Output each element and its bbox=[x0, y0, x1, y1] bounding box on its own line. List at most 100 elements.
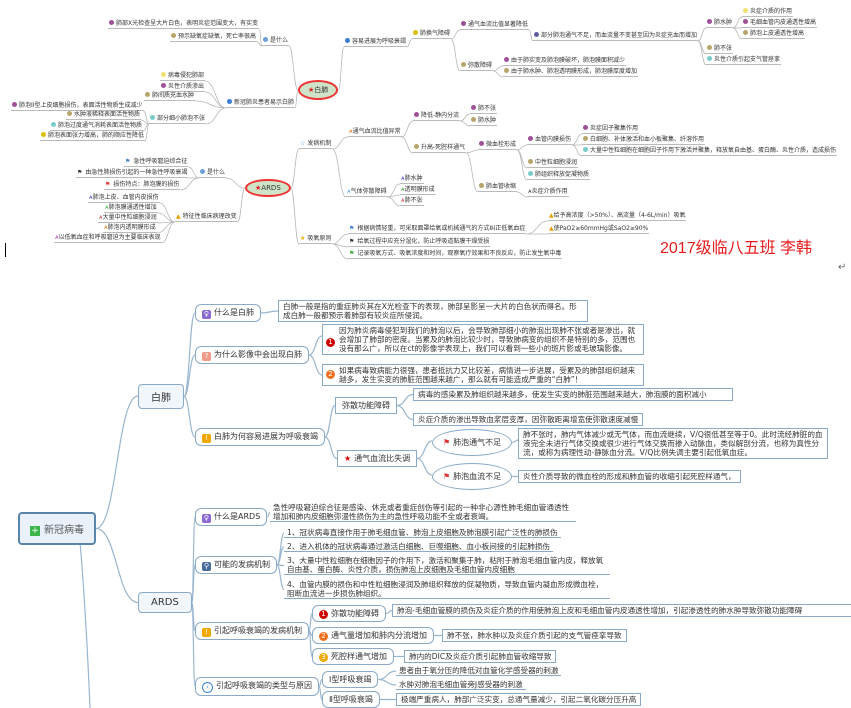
node-what-is-baifei[interactable]: ♀什么是白肺 bbox=[195, 304, 261, 322]
node-leaf[interactable]: 肺部X光检查呈大片白色，表明炎症范围变大，有实变 bbox=[108, 19, 260, 29]
node-failure-mechanism[interactable]: !引起呼吸衰竭的发病机制 bbox=[195, 622, 309, 640]
node-type-2[interactable]: Ⅱ型呼吸衰竭 bbox=[322, 691, 380, 708]
node-leaf[interactable]: ᴀ炎症介质作用 bbox=[527, 188, 569, 197]
node-leaf[interactable]: 由于肺水肿、肺泡透明膜形成，肺泡膜厚度增加 bbox=[503, 67, 639, 77]
node-why-image[interactable]: ?为什么影像中会出现白肺 bbox=[195, 346, 309, 364]
node-leaf[interactable]: 预示缺氧症缺氧，死亡率很高 bbox=[170, 32, 258, 42]
node-leaf[interactable]: 炎症介质的作用 bbox=[742, 7, 794, 17]
node-leaf[interactable]: 肺组织释放促凝物质 bbox=[527, 170, 591, 180]
node-respiratory-failure[interactable]: 容易进展为呼吸衰竭 bbox=[344, 37, 408, 47]
node-baifei[interactable]: 白肺 bbox=[138, 384, 184, 409]
text-box: 极端严重病人，肺部广泛实变，总通气量减少，引起二氧化碳分压升高 bbox=[396, 693, 642, 706]
node-possible-mechanism[interactable]: ⚲可能的发病机制 bbox=[195, 556, 277, 574]
bullet-icon bbox=[504, 68, 509, 73]
node-what[interactable]: 是什么 bbox=[199, 168, 227, 178]
node-failure-types[interactable]: ›引起呼吸衰竭的类型与原因 bbox=[195, 677, 319, 696]
node-branch[interactable]: ᴀ通气血流比值异常 bbox=[348, 128, 402, 137]
node-leaf[interactable]: ᴀ大量中性粒细胞浸润 bbox=[98, 214, 158, 223]
node-leaf[interactable]: 肺泡过度通气消耗表面活性物质 bbox=[50, 121, 144, 131]
node-leaf[interactable]: 肺水肿 bbox=[470, 116, 498, 126]
connector-line bbox=[406, 38, 413, 48]
node-leaf[interactable]: 肺泡II型上皮细胞损伤，表面活性物质生成减少 bbox=[11, 101, 144, 111]
connector-line bbox=[396, 393, 414, 407]
node-branch[interactable]: 降低-静内分流 bbox=[413, 111, 461, 121]
question-icon bbox=[227, 99, 232, 104]
node-leaf[interactable]: 肺泡上皮通透性增高 bbox=[742, 29, 806, 39]
node-baifei-top[interactable]: ★白肺 bbox=[298, 80, 339, 100]
node-branch[interactable]: 微血栓形成 bbox=[478, 140, 518, 150]
node-leaf[interactable]: 病毒侵犯肺部 bbox=[160, 71, 206, 81]
node-branch[interactable]: ⚑根据病情轻重，可采取面罩给氧或机械通气的方式纠正低氧血症 bbox=[348, 225, 527, 234]
node-branch[interactable]: 弥散障碍 bbox=[460, 61, 494, 71]
connector-line bbox=[276, 564, 285, 567]
connector-line bbox=[450, 38, 461, 72]
node-features[interactable]: ▲特征性临床病理改变 bbox=[175, 213, 238, 222]
node-vq-mismatch[interactable]: ★通气血流比失调 bbox=[337, 450, 418, 467]
node-leaf[interactable]: 大量中性粒细胞在细胞因子作用下激活并聚集，释放氧自由基、蛋白酶、炎性介质，造成损… bbox=[582, 146, 838, 156]
node-leaf[interactable]: 炎症因子聚集作用 bbox=[582, 124, 640, 134]
node-branch[interactable]: 部分肺泡通气不足，而血流量不变甚至因为炎症充血而增加 bbox=[533, 31, 699, 41]
node-leaf[interactable]: ᴀ透明膜形成 bbox=[400, 186, 436, 195]
node-leaf[interactable]: ᴀ肺水肿 bbox=[400, 175, 424, 184]
node-leaf[interactable]: ⚑由急性肺损伤引起的一种急性呼吸衰竭 bbox=[76, 169, 189, 178]
node-why[interactable]: 新冠肺炎患者易示白肺 bbox=[226, 98, 296, 108]
root-node[interactable]: +新冠病毒 bbox=[18, 512, 96, 545]
node-ards[interactable]: ARDS bbox=[138, 592, 192, 613]
node-leaf[interactable]: ⚑急性呼吸窘迫综合征 bbox=[124, 158, 189, 167]
node-leaf[interactable]: ▲使PaO2≥60mmHg或SaO2≥90% bbox=[548, 225, 650, 234]
person-icon: ᴀ bbox=[89, 194, 93, 201]
connector-line bbox=[205, 107, 227, 125]
node-leaf[interactable]: 肺不张 bbox=[706, 44, 734, 54]
node-leaf[interactable]: 炎性介质引起支气管痉挛 bbox=[706, 55, 782, 65]
node-leaf[interactable]: 由于肺实变及肺泡膜破坏，肺泡膜面积减少 bbox=[503, 56, 627, 66]
node-ards-top[interactable]: ★ARDS bbox=[245, 179, 291, 197]
node-leaf[interactable]: ▲给予高浓度（>50%）、高流量（4-6L/min）吸氧 bbox=[548, 212, 687, 221]
bullet-icon bbox=[479, 183, 484, 188]
node-leaf[interactable]: 中性粒细胞浸润 bbox=[527, 158, 579, 168]
node-alveolar-perfusion[interactable]: ⚑肺泡血流不足 bbox=[432, 463, 513, 490]
node-mechanism[interactable]: ☆发病机制 bbox=[299, 140, 333, 149]
expand-icon[interactable]: + bbox=[30, 526, 40, 536]
node-leaf[interactable]: ᴀ肺不张 bbox=[400, 197, 424, 206]
node-branch[interactable]: ᴀ气体弥散障碍 bbox=[346, 188, 388, 197]
bullet-icon bbox=[461, 21, 466, 26]
node-alveolar-ventilation[interactable]: ⚑肺泡通气不足 bbox=[432, 429, 513, 456]
connector-line bbox=[144, 123, 150, 142]
node-leaf[interactable]: 肺不张 bbox=[470, 104, 498, 114]
node-leaf[interactable]: ⚑损伤特点：肺泡膜的损伤 bbox=[104, 181, 181, 190]
node-branch[interactable]: 升高-死腔样通气 bbox=[413, 143, 467, 153]
node-leaf[interactable]: ᴀ肺泡上皮、血管内皮损伤 bbox=[88, 194, 160, 203]
node-why-respiratory-failure[interactable]: !白肺为何容易进展为呼吸衰竭 bbox=[195, 428, 325, 446]
node-what[interactable]: 是什么 bbox=[262, 36, 290, 46]
node-leaf[interactable]: 肺泡表面张力增高，肺的顺应性降低 bbox=[40, 131, 146, 141]
node-leaf[interactable]: 毛细血管内皮通透性增高 bbox=[742, 18, 818, 28]
node-leaf[interactable]: ᴀ肺泡膜通透性增加 bbox=[104, 204, 158, 213]
node-leaf[interactable]: 肺间质充血水肿 bbox=[144, 91, 196, 101]
node-leaf[interactable]: 水肿液稀释表面活性物质 bbox=[66, 110, 142, 120]
node-branch[interactable]: 肺换气障碍 bbox=[412, 29, 452, 39]
node-diffusion[interactable]: 弥散功能障碍 bbox=[335, 397, 397, 414]
bullet-icon bbox=[504, 57, 509, 62]
node-oxygen[interactable]: ★吸氧原则 bbox=[299, 235, 333, 244]
node-branch[interactable]: 血管内膜损伤 bbox=[527, 135, 573, 145]
connector-line bbox=[732, 16, 743, 29]
node-what-is-ards[interactable]: ♀什么是ARDS bbox=[195, 508, 268, 526]
connector-line bbox=[142, 123, 150, 132]
node-branch[interactable]: 肺水肿 bbox=[706, 18, 734, 28]
number-1-icon: 1 bbox=[326, 338, 335, 347]
node-leaf[interactable]: ᴀ肺泡内透明膜形成 bbox=[103, 224, 157, 233]
node-leaf[interactable]: ⚑给氧过程中应充分湿化，防止呼吸道黏膜干燥受损 bbox=[348, 238, 491, 247]
node-branch[interactable]: 部分细小肺泡不张 bbox=[149, 114, 207, 124]
node-branch[interactable]: 肺血管收缩 bbox=[478, 182, 518, 192]
node-type-1[interactable]: Ⅰ型呼吸衰竭 bbox=[322, 671, 379, 688]
bullet-icon bbox=[51, 122, 56, 127]
node-branch[interactable]: 通气血流比值显著降低 bbox=[460, 20, 530, 30]
node-leaf[interactable]: 白细胞、补体激活和血小板聚集、纤溶作用 bbox=[582, 135, 706, 145]
node-leaf[interactable]: ⚑记录吸氧方式、吸氧浓度和时间，观察氧疗效果和不良反应，防止发生氧中毒 bbox=[348, 250, 563, 259]
node-leaf[interactable]: ᴀ以低氧血症和呼吸窘迫为主要临床表现 bbox=[54, 234, 162, 243]
connector-line bbox=[465, 152, 479, 193]
node-leaf[interactable]: 炎性介质渗出 bbox=[160, 82, 206, 92]
